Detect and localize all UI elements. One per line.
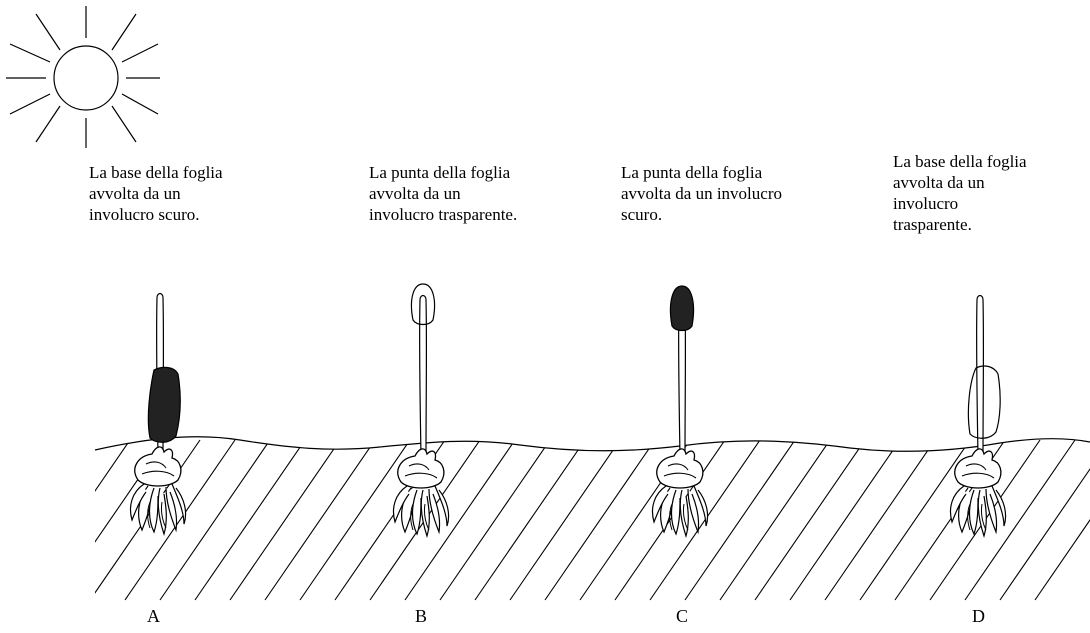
hatch-line — [544, 439, 656, 601]
hatch-line — [95, 439, 131, 601]
hatch-line — [0, 440, 60, 600]
clear-wrap-d — [967, 365, 1001, 439]
caption-b: La punta della foglia avvolta da un invo… — [369, 163, 518, 224]
hatch-line — [754, 439, 866, 601]
soil-surface-line — [94, 436, 1090, 452]
hatch-line — [824, 439, 936, 601]
dark-wrap-a — [147, 366, 181, 443]
soil-hatching — [0, 436, 1090, 601]
plant-c — [651, 285, 709, 537]
label-c: C — [676, 606, 689, 626]
label-d: D — [972, 606, 985, 626]
hatch-line — [474, 439, 586, 601]
caption-c: La punta della foglia avvolta da un invo… — [621, 163, 782, 224]
hatch-line — [859, 439, 971, 601]
hatch-line — [509, 439, 621, 601]
hatch-line — [194, 439, 306, 601]
hatch-line — [229, 439, 341, 601]
plant-b — [392, 283, 450, 537]
dark-wrap-c — [669, 285, 695, 332]
hatch-line — [264, 439, 376, 601]
label-a: A — [147, 606, 160, 626]
caption-a: La base della foglia avvolta da un invol… — [89, 163, 223, 224]
plant-a — [129, 292, 187, 535]
hatch-line — [95, 439, 96, 601]
hatch-line — [719, 439, 831, 601]
hatch-line — [439, 439, 551, 601]
hatch-line — [299, 439, 411, 601]
hatch-line — [1034, 439, 1090, 601]
plant-d — [949, 294, 1007, 537]
label-b: B — [415, 606, 428, 626]
hatch-line — [684, 439, 796, 601]
clear-wrap-b — [410, 283, 436, 326]
hatch-line — [404, 439, 516, 601]
hatch-line — [159, 439, 271, 601]
hatch-line — [999, 439, 1090, 601]
hatch-line — [124, 439, 236, 601]
sun-icon — [6, 6, 160, 148]
hatch-line — [789, 439, 901, 601]
caption-d: La base della foglia avvolta da un invol… — [893, 152, 1027, 234]
hatch-line — [964, 439, 1076, 601]
